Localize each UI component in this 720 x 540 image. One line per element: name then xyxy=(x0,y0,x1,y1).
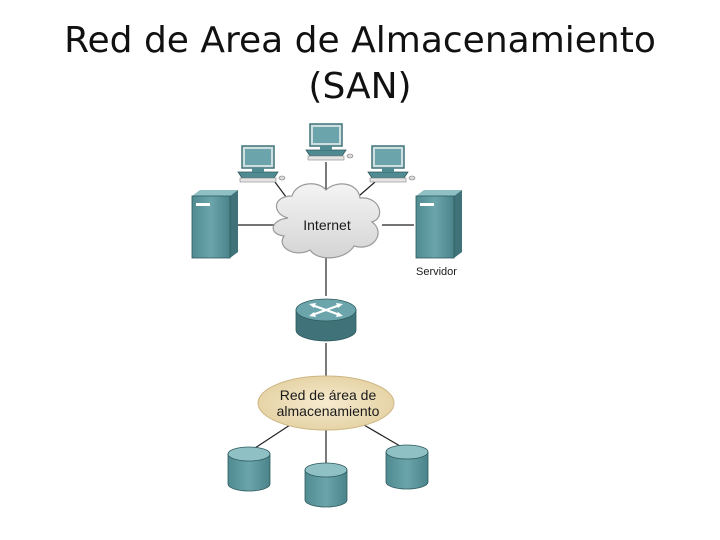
storage-disk-icon xyxy=(227,446,271,492)
internet-cloud-icon xyxy=(272,183,381,259)
storage-disk-icon xyxy=(385,444,429,490)
internet-label: Internet xyxy=(303,217,351,233)
server-icon xyxy=(191,190,238,259)
link-san-disk-right xyxy=(363,424,401,447)
storage-disk-icon xyxy=(304,462,348,508)
slide-title: Red de Area de Almacenamiento (SAN) xyxy=(0,18,720,110)
links xyxy=(236,162,414,464)
workstation-icon xyxy=(367,145,416,183)
workstation-icon xyxy=(237,145,286,183)
server-icon xyxy=(415,190,462,259)
san-label-line-1: Red de área de xyxy=(280,387,377,403)
san-label-line-2: almacenamiento xyxy=(277,403,380,419)
router-icon xyxy=(295,298,357,342)
san-ellipse xyxy=(257,375,395,431)
slide-title-line-1: Red de Area de Almacenamiento xyxy=(64,20,656,61)
slide-title-line-2: (SAN) xyxy=(308,66,412,107)
link-san-disk-left xyxy=(254,424,291,449)
server-label: Servidor xyxy=(416,266,457,278)
workstation-icon xyxy=(305,123,354,161)
